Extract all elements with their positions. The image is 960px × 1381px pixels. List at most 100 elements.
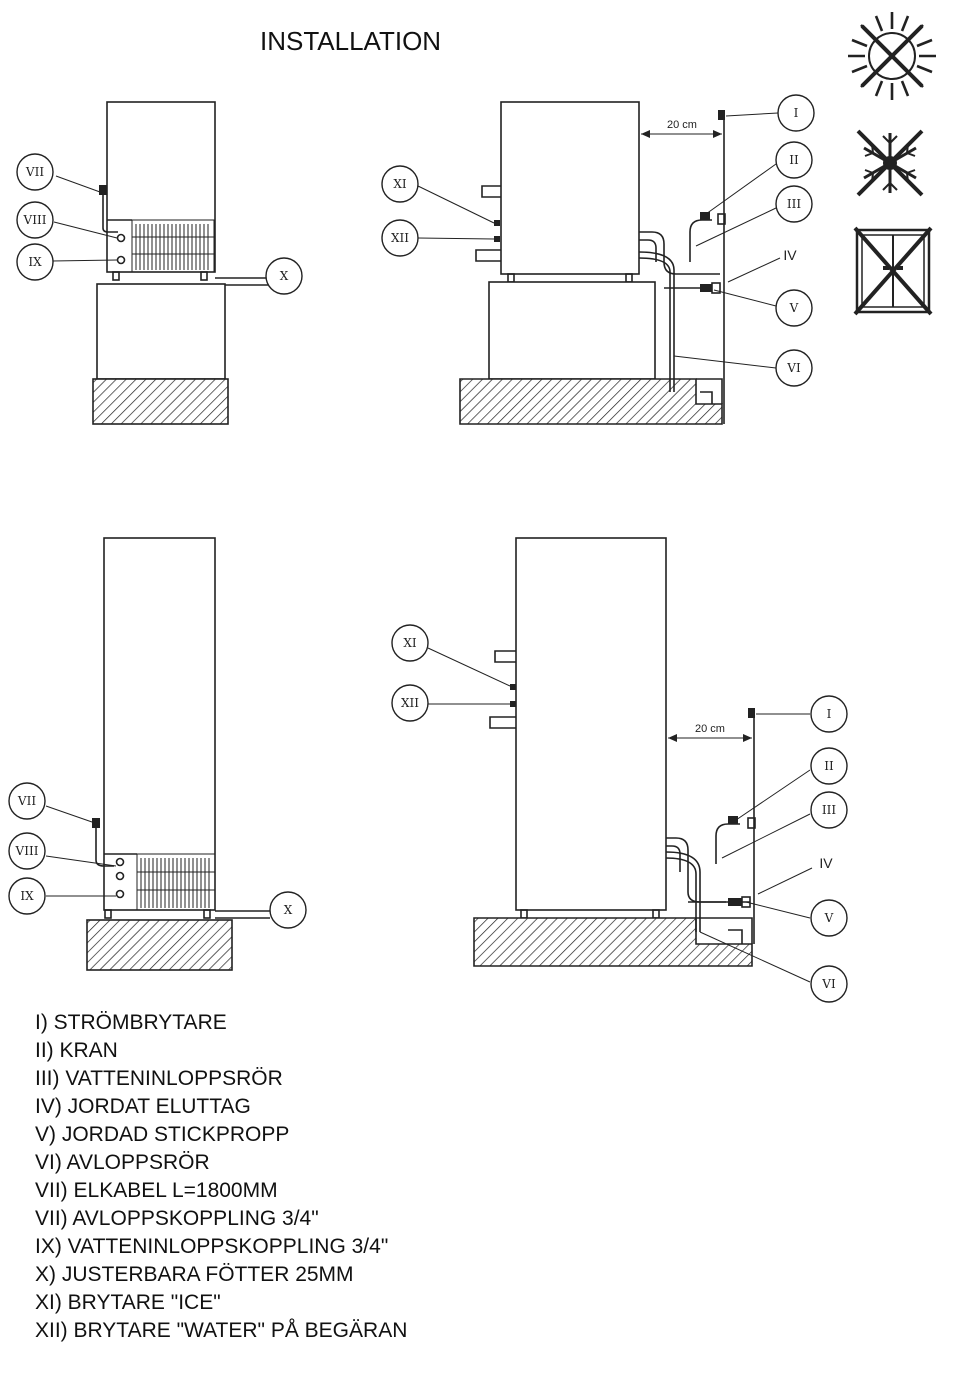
- tall-machine-side: [515, 537, 667, 911]
- legend: I) STRÖMBRYTARE II) KRAN III) VATTENINLO…: [35, 1011, 407, 1342]
- callout-xi: [381, 165, 419, 203]
- callout-i-b-label: I: [827, 707, 832, 721]
- tall-power-cable: [95, 828, 114, 867]
- callout-ii-b: [810, 747, 848, 785]
- tall-floor-side-hatch: [473, 917, 753, 967]
- callout-v-label: V: [789, 301, 799, 315]
- floor-hatch: [92, 378, 229, 425]
- callout-viii: [16, 201, 54, 239]
- legend-line: XII) BRYTARE "WATER" PÅ BEGÄRAN: [35, 1319, 407, 1342]
- no-sun-icon: [848, 12, 936, 100]
- water-inlet-connector: [116, 255, 126, 265]
- legend-line: III) VATTENINLOPPSRÖR: [35, 1067, 283, 1090]
- callout-xii: [381, 219, 419, 257]
- floor-side-hatch: [459, 378, 723, 425]
- legend-line: V) JORDAD STICKPROPP: [35, 1123, 289, 1146]
- label-iv-b: IV: [819, 855, 833, 871]
- inlet-pipe: [639, 231, 720, 275]
- condenser-grille: [131, 219, 215, 273]
- socket: [711, 282, 721, 294]
- callout-xii-b-label: XII: [401, 696, 419, 710]
- callout-i: [777, 94, 815, 132]
- foot-left: [112, 271, 120, 281]
- callout-vii-b: [8, 782, 46, 820]
- callout-vi-label: VI: [786, 361, 801, 375]
- legend-line: VII) ELKABEL L=1800MM: [35, 1179, 278, 1202]
- legend-line: VI) AVLOPPSRÖR: [35, 1151, 210, 1174]
- tall-condenser-grille: [136, 853, 216, 911]
- legend-line: IV) JORDAT ELUTTAG: [35, 1095, 251, 1118]
- callout-viii-b-label: VIII: [15, 844, 39, 858]
- callout-vi-b-label: VI: [821, 977, 836, 991]
- tap: [700, 212, 710, 220]
- callout-i-label: I: [794, 106, 799, 120]
- legend-line: I) STRÖMBRYTARE: [35, 1011, 227, 1034]
- callout-ii-b-label: II: [824, 759, 834, 773]
- callout-xii-label: XII: [391, 231, 409, 245]
- callout-iii-label: III: [787, 197, 801, 211]
- callout-v: [775, 289, 813, 327]
- legend-line: X) JUSTERBARA FÖTTER 25MM: [35, 1263, 354, 1286]
- switch-ice: [481, 185, 501, 198]
- callout-ix-b: [8, 877, 46, 915]
- callout-x-label: X: [280, 269, 289, 283]
- callout-vi-b: [810, 965, 848, 1003]
- callout-vii: [16, 153, 54, 191]
- drain-connector: [116, 233, 126, 243]
- callout-xii-b: [391, 684, 429, 722]
- callout-iii: [775, 185, 813, 223]
- callout-xi-b-label: XI: [403, 636, 417, 650]
- top-right-side-view: 20 cm XI XII I II III IV V VI: [381, 94, 815, 425]
- callout-ii: [775, 141, 813, 179]
- tall-switch-water: [489, 716, 516, 729]
- switch-water: [475, 249, 501, 262]
- tall-dimension-label: 20 cm: [695, 723, 725, 735]
- drain-pipe: [638, 251, 675, 392]
- cable-plug: [99, 185, 107, 195]
- plug: [700, 284, 712, 292]
- tall-switch-ice: [494, 650, 516, 663]
- callout-ix-b-label: IX: [20, 889, 34, 903]
- legend-line: II) KRAN: [35, 1039, 118, 1062]
- callout-v-b-label: V: [824, 911, 834, 925]
- tall-machine-body: [103, 537, 216, 911]
- callout-x-b-label: X: [284, 903, 293, 917]
- dimension-label: 20 cm: [667, 119, 697, 131]
- callout-xi-b: [391, 624, 429, 662]
- side-cabinet: [488, 281, 656, 380]
- callout-iii-b: [810, 791, 848, 829]
- ice-machine-side: [500, 101, 640, 275]
- callout-x: [265, 257, 303, 295]
- legend-line: IX) VATTENINLOPPSKOPPLING 3/4": [35, 1235, 388, 1258]
- callout-viii-b: [8, 832, 46, 870]
- no-frost-icon: [856, 129, 924, 197]
- foot-right: [200, 271, 208, 281]
- callout-ix-label: IX: [28, 255, 42, 269]
- tap-pipe: [689, 219, 712, 262]
- tall-drain-pipe: [665, 851, 701, 932]
- top-left-front-view: VII VIII IX X: [16, 101, 303, 425]
- power-cable: [102, 190, 118, 233]
- ice-machine-body: [106, 101, 216, 273]
- bottom-left-front-view: VII VIII IX X: [8, 537, 307, 971]
- callout-i-b: [810, 695, 848, 733]
- no-window-icon: [853, 226, 933, 316]
- bottom-right-side-view: 20 cm XI XII I II III IV V VI: [391, 537, 848, 1003]
- label-iv: IV: [783, 247, 797, 263]
- callout-xi-label: XI: [393, 177, 407, 191]
- callout-iii-b-label: III: [822, 803, 836, 817]
- grille-lines: [132, 224, 214, 270]
- callout-vii-label: VII: [25, 165, 44, 179]
- main-switch: [718, 110, 725, 120]
- page-title: INSTALLATION: [260, 26, 441, 56]
- tall-floor-hatch: [86, 919, 233, 971]
- callout-x-b: [269, 891, 307, 929]
- support-cabinet: [96, 283, 226, 380]
- legend-line: VII) AVLOPPSKOPPLING 3/4": [35, 1207, 319, 1230]
- callout-ii-label: II: [789, 153, 799, 167]
- callout-viii-label: VIII: [23, 213, 47, 227]
- callout-vii-b-label: VII: [17, 794, 36, 808]
- callout-v-b: [810, 899, 848, 937]
- callout-vi: [775, 349, 813, 387]
